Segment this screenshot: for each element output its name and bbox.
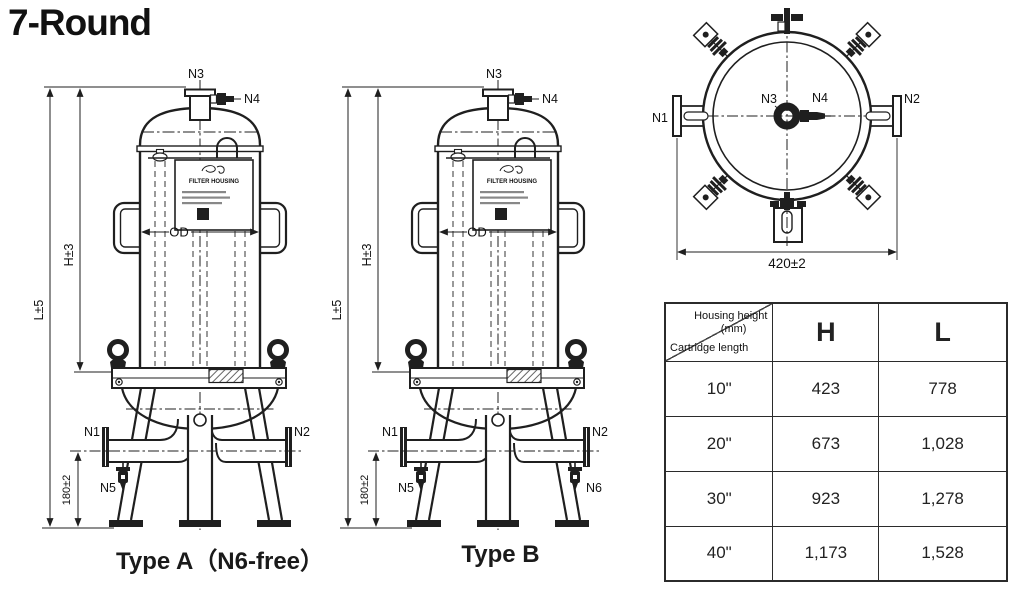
table-header-row: Housing height (mm) Cartridge length H L (664, 302, 1008, 362)
caption-type-a: Type A（N6-free） (115, 548, 325, 575)
cell-h-2: 923 (772, 470, 880, 527)
top-label-n1: N1 (652, 111, 668, 125)
corner-label-cartridge-length: Cartridge length (670, 341, 749, 354)
cell-cartridge-0: 10" (664, 360, 774, 417)
spec-table: Housing height (mm) Cartridge length H L… (664, 302, 1008, 582)
cell-l-3: 1,528 (878, 525, 1008, 582)
caption-type-b: Type B (461, 541, 540, 568)
top-view-n2-pipe (865, 95, 902, 137)
top-view-drawing: N1 N2 N3 N4 420±2 (652, 8, 920, 271)
cell-l-1: 1,028 (878, 415, 1008, 472)
cell-h-1: 673 (772, 415, 880, 472)
width-dimension (676, 138, 898, 260)
corner-label-housing-height: Housing height (694, 310, 768, 322)
top-view-n1-pipe (672, 95, 709, 137)
corner-label-mm: (mm) (720, 323, 747, 335)
table-row: 40" 1,173 1,528 (664, 525, 1008, 582)
n3-nozzle-ring (773, 102, 801, 130)
type-a-drawing: FILTER HOUSING (30, 62, 340, 540)
top-label-n4: N4 (812, 91, 828, 105)
bottom-fitting-box (770, 192, 806, 243)
table-corner-cell: Housing height (mm) Cartridge length (664, 302, 774, 362)
cell-h-3: 1,173 (772, 525, 880, 582)
top-wing-bolt-icon (771, 8, 803, 34)
top-label-n3: N3 (761, 92, 777, 106)
column-header-h: H (772, 302, 880, 362)
n6-valve: N6 (567, 461, 602, 495)
table-row: 30" 923 1,278 (664, 470, 1008, 527)
cell-cartridge-3: 40" (664, 525, 774, 582)
label-n6: N6 (586, 481, 602, 495)
top-label-n2: N2 (904, 92, 920, 106)
table-row: 10" 423 778 (664, 360, 1008, 417)
cell-cartridge-2: 30" (664, 470, 774, 527)
type-b-drawing: N6 (328, 62, 638, 540)
n4-fitting-icon (800, 110, 831, 122)
table-row: 20" 673 1,028 (664, 415, 1008, 472)
cell-l-0: 778 (878, 360, 1008, 417)
page-title: 7-Round (8, 2, 152, 43)
cell-h-0: 423 (772, 360, 880, 417)
column-header-l: L (878, 302, 1008, 362)
top-label-width: 420±2 (768, 256, 805, 271)
shell-inner (712, 41, 862, 191)
cell-l-2: 1,278 (878, 470, 1008, 527)
cell-cartridge-1: 20" (664, 415, 774, 472)
